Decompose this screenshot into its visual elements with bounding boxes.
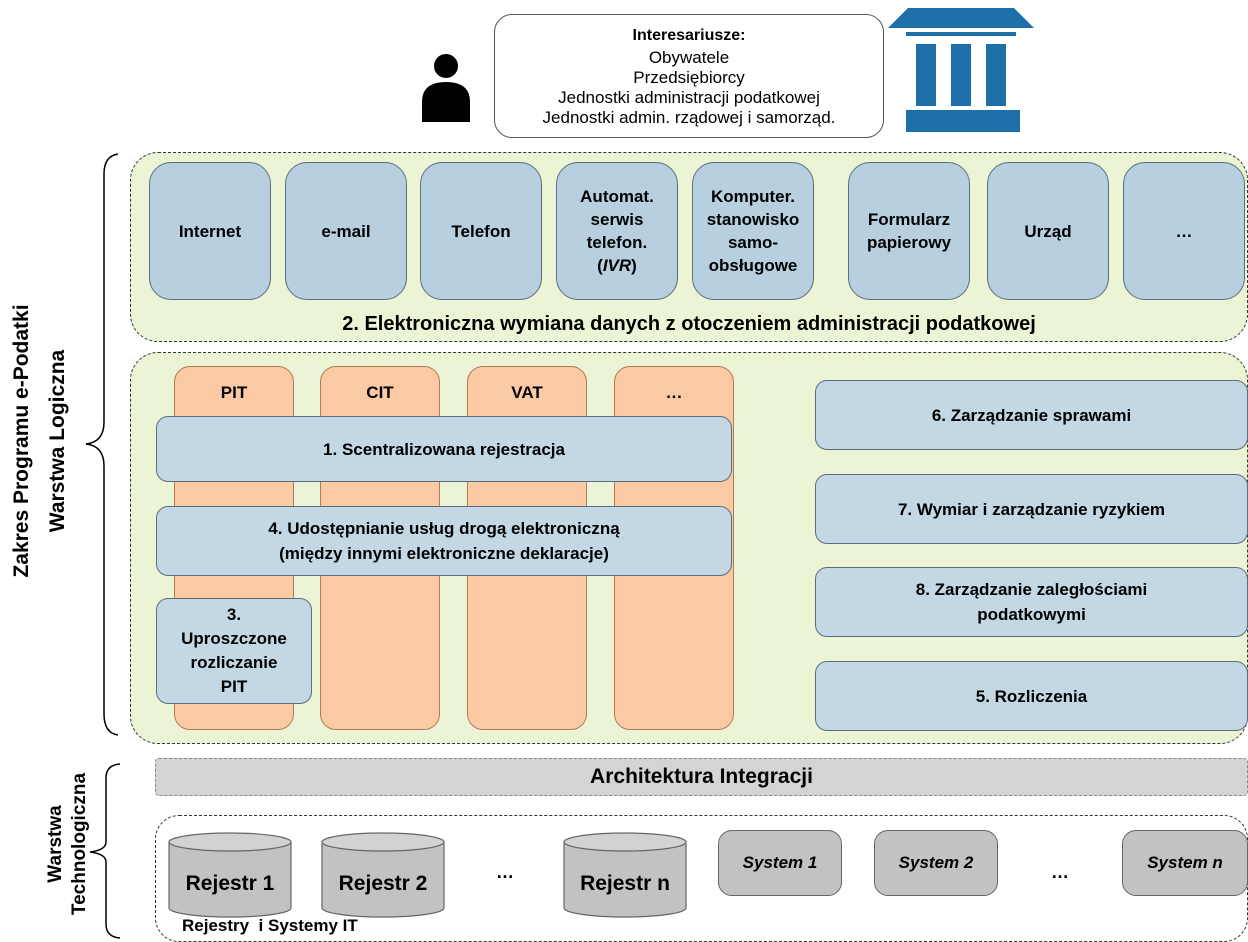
tax-label-cit: CIT (366, 383, 394, 402)
system-1-box: System 1 (718, 830, 842, 896)
register-1-label: Rejestr 1 (185, 872, 275, 895)
channel-label: Internet (178, 221, 242, 241)
risk-management-box: 7. Wymiar i zarządzanie ryzykiem (815, 474, 1248, 544)
settlements-box: 5. Rozliczenia (815, 661, 1248, 731)
simplified-pit-line: rozliczanie (190, 653, 278, 672)
case-management-label: 6. Zarządzanie sprawami (931, 405, 1132, 425)
person-icon (422, 54, 470, 122)
electronic-services-line-1: 4. Udostępnianie usług drogą elektronicz… (268, 519, 620, 538)
tax-label-more: … (665, 383, 683, 402)
system-n-box: System n (1122, 830, 1248, 896)
channel-label: samo- (727, 233, 779, 252)
channel-phone: Telefon (420, 162, 542, 300)
database-cylinder-icon (168, 832, 292, 918)
channel-email: e-mail (285, 162, 407, 300)
logical-layer-brace (85, 153, 119, 736)
channel-internet: Internet (149, 162, 271, 300)
logical-layer-label: Zakres Programu e-Podatki Warstwa Logicz… (0, 231, 83, 651)
channel-ivr: Automat. serwis telefon. (IVR) (556, 162, 678, 300)
stakeholders-header: Interesariusze: (632, 27, 746, 44)
simplified-pit-box: 3. Uproszczone rozliczanie PIT (156, 598, 312, 704)
technology-layer-title-1: Warstwa (45, 805, 66, 883)
electronic-services-line-2: (między innymi elektroniczne deklaracje) (279, 544, 609, 563)
technology-layer-brace (89, 763, 121, 939)
logical-layer-title: Warstwa Logiczna (46, 349, 69, 533)
stakeholder-tax-units: Jednostki administracji podatkowej (558, 88, 820, 107)
system-2-box: System 2 (874, 830, 998, 896)
risk-management-label: 7. Wymiar i zarządzanie ryzykiem (897, 499, 1166, 519)
technology-layer-label: Warstwa Technologiczna (38, 754, 98, 934)
registers-ellipsis: … (496, 861, 514, 882)
stakeholder-citizens: Obywatele (648, 48, 730, 67)
channel-office: Urząd (987, 162, 1109, 300)
channel-label: telefon. (586, 233, 648, 252)
electronic-services-box: 4. Udostępnianie usług drogą elektronicz… (156, 506, 732, 576)
simplified-pit-line: PIT (220, 677, 248, 696)
database-cylinder-icon (563, 832, 687, 918)
channel-self-service-kiosk: Komputer. stanowisko samo- obsługowe (692, 162, 814, 300)
channel-label: stanowisko (706, 210, 800, 229)
channel-label: Formularz (867, 210, 951, 229)
registries-systems-caption: Rejestry i Systemy IT (182, 916, 358, 935)
technology-layer-title-2: Technologiczna (69, 772, 90, 916)
channel-label: Urząd (1024, 221, 1072, 241)
channel-label: Automat. (580, 187, 654, 206)
channel-label: Telefon (451, 221, 511, 241)
arrears-management-box: 8. Zarządzanie zaległościami podatkowymi (815, 567, 1248, 637)
centralized-registration-box: 1. Scentralizowana rejestracja (156, 416, 732, 482)
arrears-management-line-1: 8. Zarządzanie zaległościami (915, 580, 1148, 599)
program-scope-label: Zakres Programu e-Podatki (10, 304, 33, 578)
channel-label: e-mail (321, 221, 371, 241)
channel-label: (IVR) (597, 256, 637, 275)
stakeholder-entrepreneurs: Przedsiębiorcy (633, 68, 745, 87)
channels-caption: 2. Elektroniczna wymiana danych z otocze… (342, 312, 1036, 335)
systems-ellipsis: … (1051, 861, 1069, 882)
channel-label: serwis (590, 210, 644, 229)
channel-label: obsługowe (708, 256, 798, 275)
integration-architecture-bar: Architektura Integracji (155, 758, 1248, 796)
settlements-label: 5. Rozliczenia (975, 686, 1088, 706)
channel-label: Komputer. (710, 187, 796, 206)
government-building-icon (888, 8, 1034, 132)
ivr-abbreviation: IVR (602, 256, 632, 275)
tax-label-vat: VAT (511, 383, 543, 402)
channel-paper-form: Formularz papierowy (848, 162, 970, 300)
channel-label: papierowy (866, 233, 952, 252)
database-cylinder-icon (321, 832, 445, 918)
register-2-label: Rejestr 2 (338, 872, 428, 895)
case-management-box: 6. Zarządzanie sprawami (815, 380, 1248, 450)
simplified-pit-line: Uproszczone (181, 629, 287, 648)
arrears-management-line-2: podatkowymi (977, 605, 1086, 624)
register-n-label: Rejestr n (580, 872, 670, 895)
stakeholders-box: Interesariusze: Obywatele Przedsiębiorcy… (494, 14, 884, 138)
channel-label: … (1175, 221, 1193, 241)
tax-label-pit: PIT (220, 383, 248, 402)
channel-more: … (1123, 162, 1245, 300)
simplified-pit-line: 3. (226, 605, 242, 624)
stakeholder-gov-units: Jednostki admin. rządowej i samorząd. (542, 108, 836, 127)
